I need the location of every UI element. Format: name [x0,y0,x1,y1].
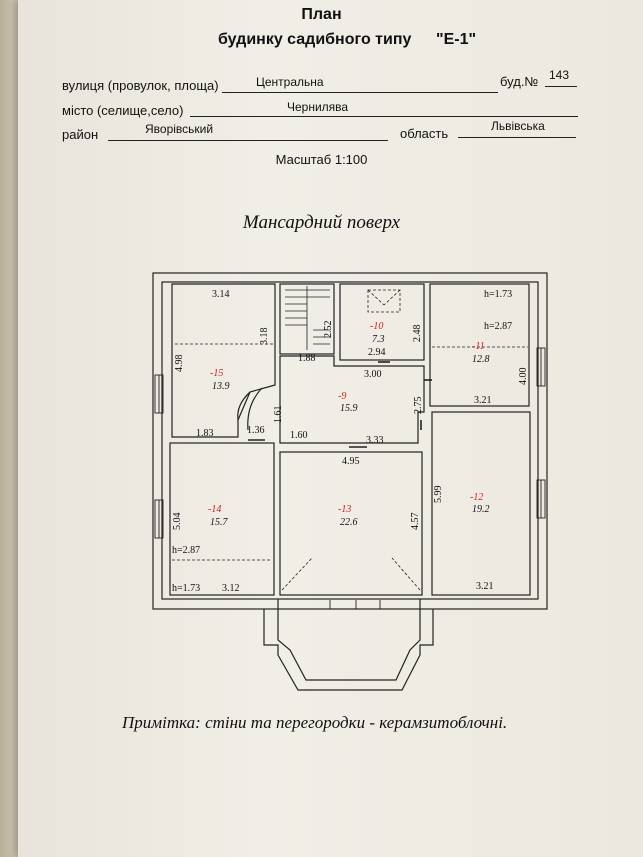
room-15-label: -15 13.9 [210,368,230,392]
dim-3-18: 3.18 [259,328,270,346]
svg-text:-11: -11 [472,341,485,352]
dim-h-1-73-top: h=1.73 [484,289,512,300]
windows [154,347,546,609]
svg-text:-9: -9 [338,391,346,402]
street-line [222,92,498,93]
svg-text:-15: -15 [210,368,223,379]
room-11-label: -11 12.8 [472,341,490,365]
region-value: Львівська [491,119,545,133]
room-12-outline [431,411,531,596]
dim-5-99: 5.99 [433,486,444,504]
dim-2-94: 2.94 [368,347,386,358]
room-15-outline [171,283,276,438]
region-label: область [400,126,449,141]
dim-3-21-top: 3.21 [474,395,492,406]
document-sheet [18,0,643,857]
svg-text:-13: -13 [338,504,351,515]
room-13-label: -13 22.6 [338,504,358,528]
house-number-value: 143 [549,68,570,82]
room-12-label: -12 19.2 [470,492,490,515]
svg-text:-14: -14 [208,504,221,515]
dim-4-95: 4.95 [342,456,360,467]
district-value: Яворівський [145,122,214,136]
svg-text:22.6: 22.6 [340,517,358,528]
dim-4-00: 4.00 [518,368,529,386]
room-13-outline [279,451,423,596]
outer-wall [152,272,548,610]
dim-2-75: 2.75 [413,397,424,415]
svg-text:-12: -12 [470,492,483,503]
house-number-label: буд.№ [500,74,539,89]
dim-3-33: 3.33 [366,435,384,446]
room-14-label: -14 15.7 [208,504,229,528]
house-number-line [545,86,577,87]
dim-3-14: 3.14 [212,289,230,300]
city-line [190,116,578,117]
district-label: район [62,127,99,142]
dim-3-12: 3.12 [222,583,240,594]
page-binding [0,0,18,857]
city-label: місто (селище,село) [62,103,184,118]
bay-outer [263,609,434,691]
room-9-label: -9 15.9 [338,391,358,414]
svg-text:12.8: 12.8 [472,354,490,365]
curved-wall [237,391,251,421]
dim-3-21-bottom: 3.21 [476,581,494,592]
room-10-outline [339,283,425,361]
svg-text:-10: -10 [370,321,383,332]
svg-text:19.2: 19.2 [472,504,490,515]
room-9-outline [279,355,425,444]
door-marks [248,361,432,448]
dim-1-83: 1.83 [196,428,214,439]
svg-text:15.9: 15.9 [340,403,358,414]
svg-text:13.9: 13.9 [212,381,230,392]
document-subtitle: будинку садибного типу [218,31,412,48]
dim-1-60: 1.60 [290,430,308,441]
floor-title: Мансардний поверх [242,212,401,233]
dim-4-57: 4.57 [410,513,421,531]
dim-h-1-73-bottom: h=1.73 [172,583,200,594]
street-value: Центральна [256,75,324,89]
dim-1-36: 1.36 [247,425,265,436]
inner-wall-outline [161,281,539,600]
svg-text:15.7: 15.7 [210,517,229,528]
document-title: План [301,6,342,23]
house-type-code: "Е-1" [436,31,477,48]
bay-inner [277,599,421,681]
curved-wall-inner [247,387,263,431]
region-line [458,137,576,138]
room-14-outline [169,442,275,596]
room-10-label: -10 7.3 [370,321,385,345]
district-line [108,140,388,141]
stair-outline [279,283,335,355]
dim-2-52: 2.52 [323,321,334,339]
dim-1-61: 1.61 [273,406,284,424]
scale-label: Масштаб 1:100 [275,152,368,167]
street-label: вулиця (провулок, площа) [62,78,219,93]
dim-4-98: 4.98 [174,355,185,373]
dim-h-2-87-top: h=2.87 [484,321,512,332]
construction-note: Примітка: стіни та перегородки - керамзи… [122,713,508,732]
skylight-room-10 [367,289,401,313]
city-value: Чернилява [287,100,349,114]
stair-treads [285,286,330,350]
room-11-outline [429,283,530,407]
dim-2-48: 2.48 [412,325,423,343]
skylight-room-13 [281,557,421,591]
dim-5-04: 5.04 [172,513,183,531]
dim-1-88: 1.88 [298,353,316,364]
dim-h-2-87-bottom: h=2.87 [172,545,200,556]
dim-3-00: 3.00 [364,369,382,380]
svg-text:7.3: 7.3 [372,334,385,345]
